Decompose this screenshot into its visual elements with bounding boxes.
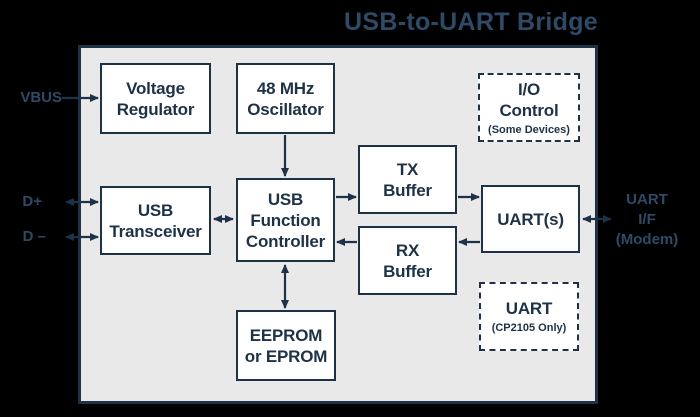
block-label-line: Buffer [383, 261, 432, 281]
port-label-line: I/F [638, 211, 656, 228]
block-label-line: USB [137, 200, 174, 220]
block-label-line: Regulator [116, 99, 195, 119]
block-label-line: TX [396, 159, 419, 179]
block-usb-transceiver: USB Transceiver [100, 186, 211, 255]
block-label-line: I/O [517, 79, 541, 99]
port-label-line: UART [626, 191, 668, 208]
block-note: (CP2105 Only) [491, 322, 567, 334]
block-label-line: or EPROM [244, 346, 328, 366]
block-label-line: Function [250, 210, 321, 230]
block-note: (Some Devices) [488, 123, 570, 136]
block-eeprom: EEPROM or EPROM [236, 310, 336, 381]
port-label-uart-if: UART I/F (Modem) [601, 190, 693, 250]
block-48mhz-oscillator: 48 MHz Oscillator [236, 63, 335, 134]
block-voltage-regulator: Voltage Regulator [100, 63, 211, 134]
block-io-control: I/O Control (Some Devices) [478, 73, 580, 142]
block-rx-buffer: RX Buffer [358, 226, 457, 295]
block-label-line: Control [499, 100, 559, 120]
block-label-line: Oscillator [247, 99, 324, 119]
port-label-vbus: VBUS [20, 89, 62, 106]
port-label-d-minus: D – [22, 228, 46, 245]
block-uart-cp2105: UART (CP2105 Only) [479, 282, 579, 351]
block-label-line: 48 MHz [256, 78, 315, 98]
block-label-line: RX [395, 240, 420, 260]
block-label-line: UART [505, 299, 553, 318]
block-label-line: Controller [245, 231, 326, 251]
block-label-line: EEPROM [249, 325, 323, 345]
block-label-line: Voltage [126, 78, 185, 98]
block-tx-buffer: TX Buffer [358, 145, 457, 214]
port-label-line: (Modem) [615, 231, 679, 248]
block-label-line: Transceiver [109, 221, 202, 241]
block-label-line: UART(s) [497, 209, 564, 229]
port-label-d-plus: D+ [22, 193, 42, 210]
block-uarts: UART(s) [481, 185, 580, 253]
diagram-title: USB-to-UART Bridge [344, 8, 598, 36]
block-label-line: Buffer [383, 180, 432, 200]
block-usb-function-controller: USB Function Controller [236, 178, 335, 262]
block-label-line: USB [267, 189, 304, 209]
